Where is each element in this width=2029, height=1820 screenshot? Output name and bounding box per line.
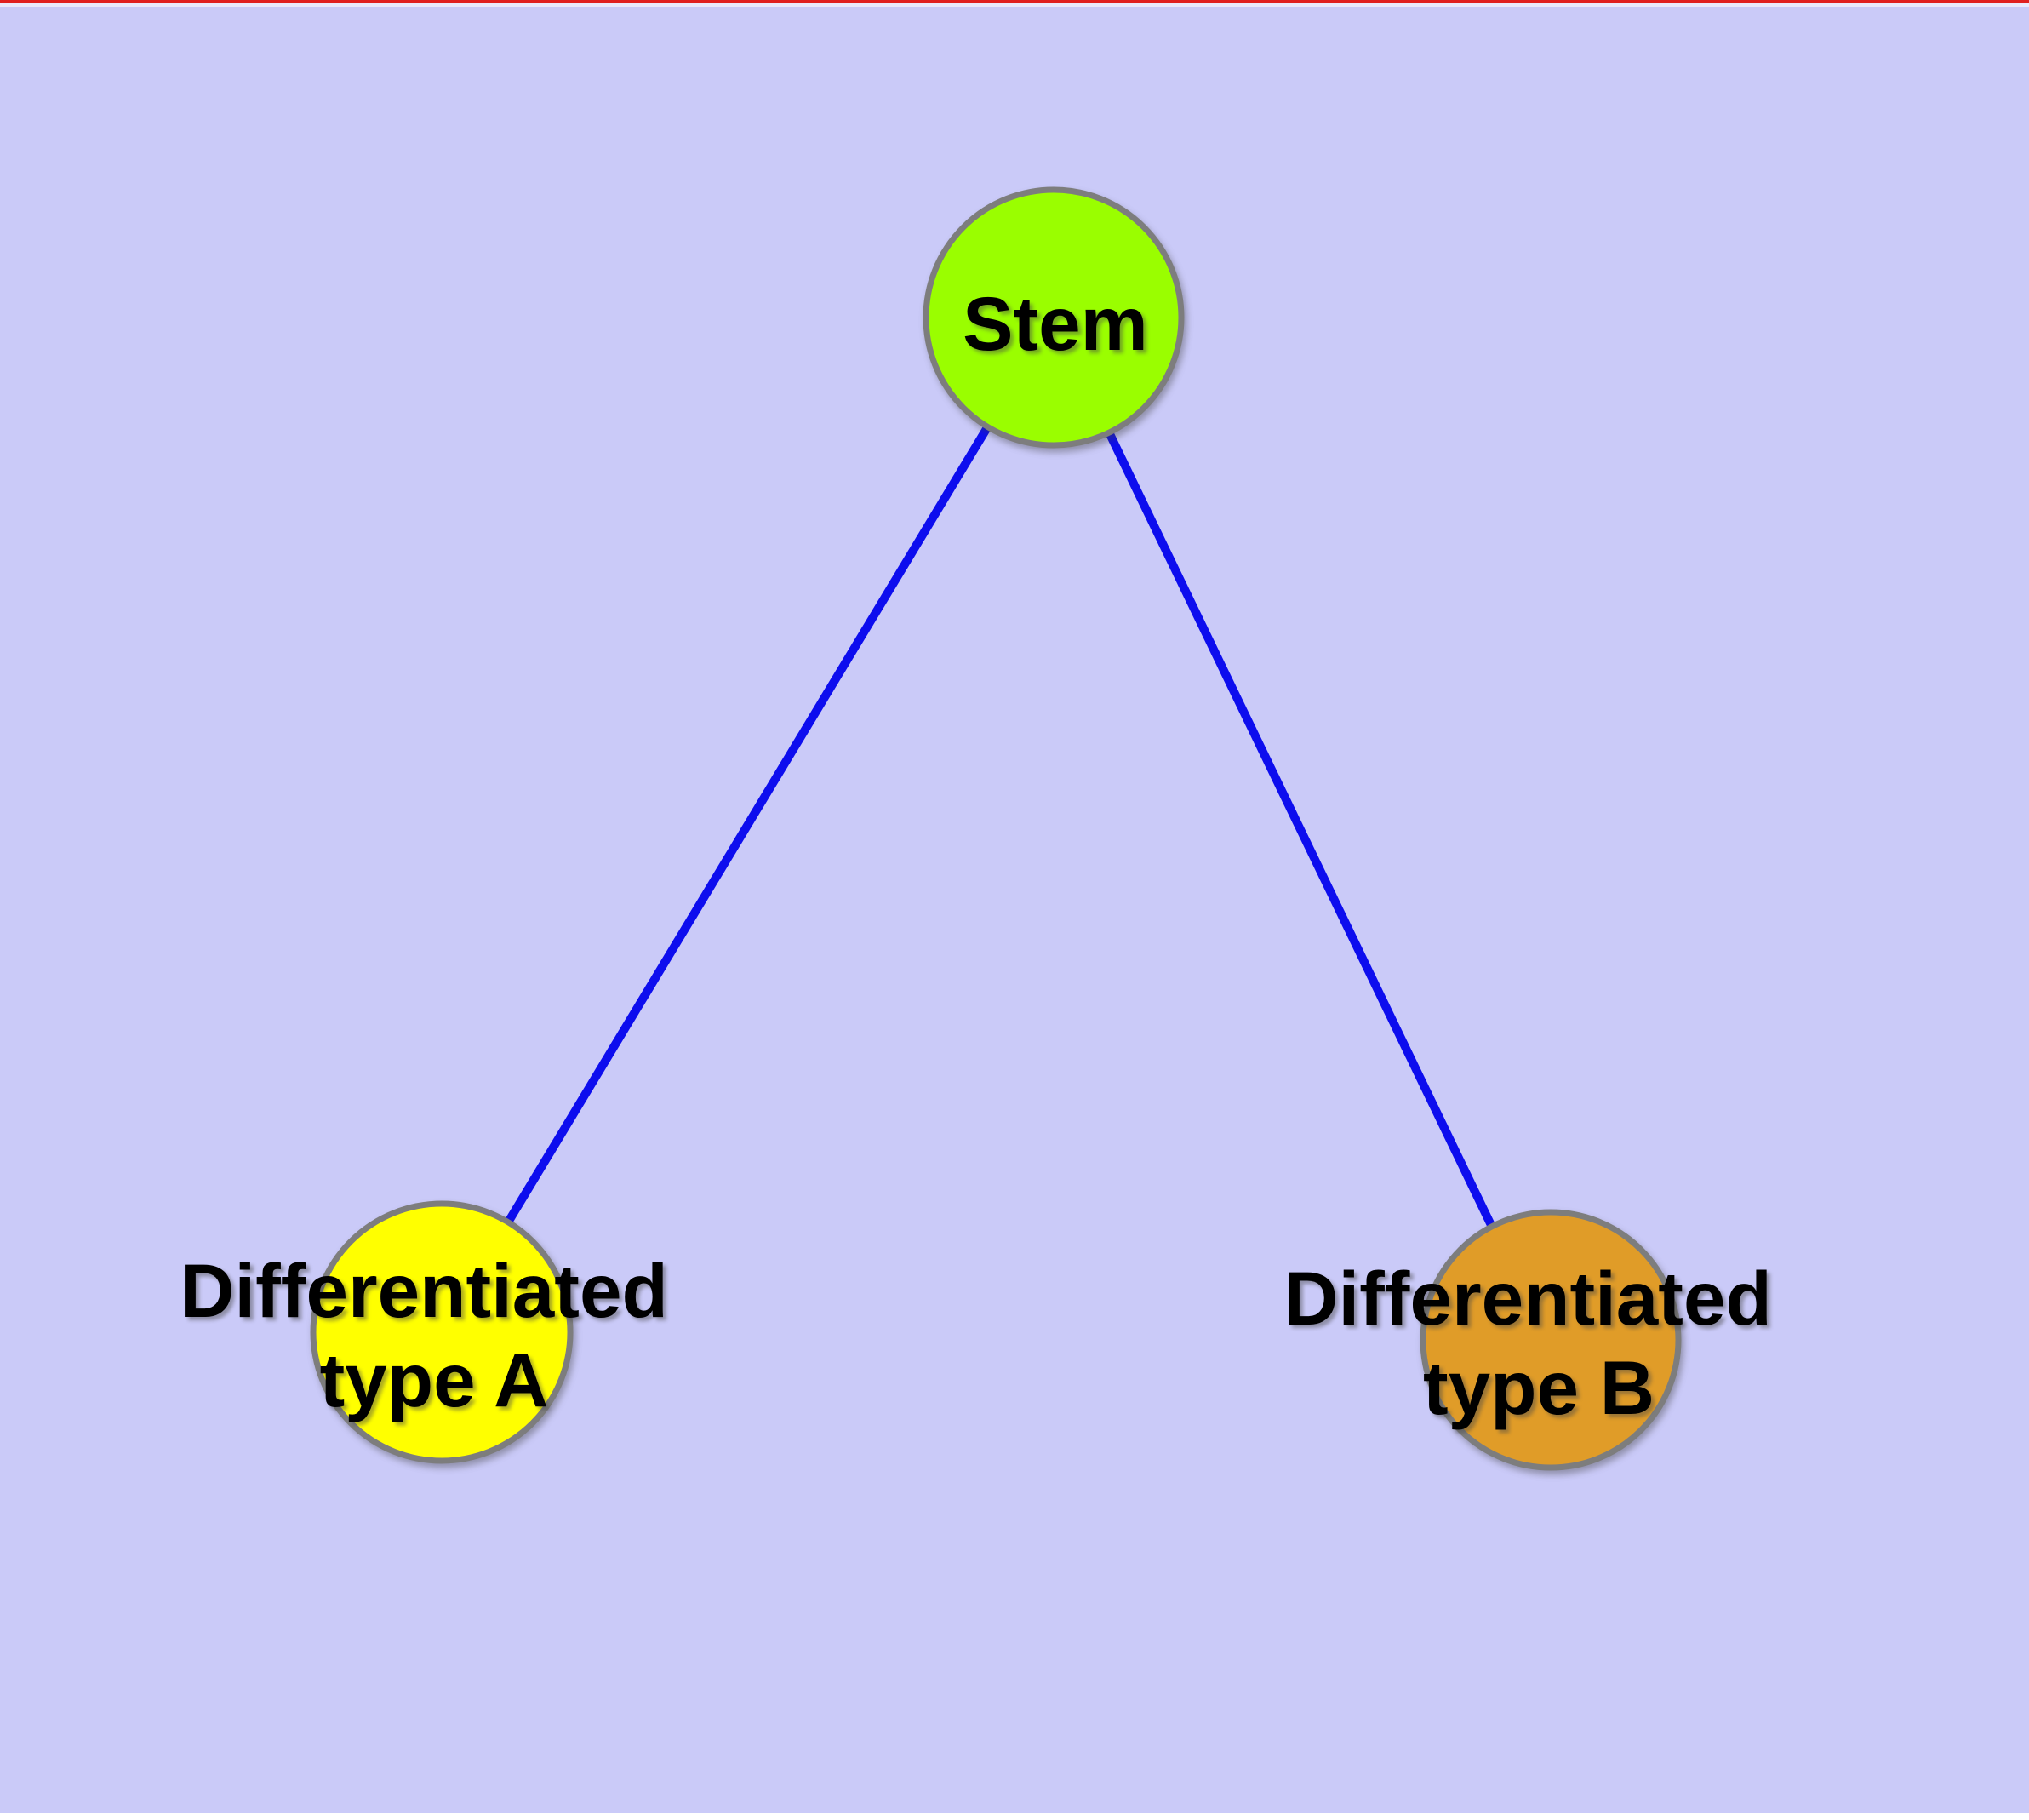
stem-node-label: Stem — [963, 281, 1148, 366]
differentiated-type-b-node — [1420, 1209, 1682, 1471]
differentiated-type-a-label-line2: type A — [320, 1337, 549, 1422]
edge-stem-to-type-b — [1049, 315, 1551, 1342]
stem-node — [923, 186, 1185, 449]
differentiated-type-b-label-line1: Differentiated — [1283, 1256, 1772, 1341]
top-highlight-line — [0, 3, 2029, 7]
top-accent-line — [0, 0, 2029, 3]
label-layer: Stem Differentiated type A Differentiate… — [180, 281, 1772, 1430]
node-layer — [310, 186, 1682, 1471]
differentiated-type-b-label-line2: type B — [1423, 1345, 1655, 1430]
differentiated-type-a-node — [310, 1200, 574, 1464]
edge-stem-to-type-a — [437, 315, 1058, 1335]
differentiated-type-a-label-line1: Differentiated — [180, 1248, 668, 1333]
edge-layer — [437, 315, 1551, 1342]
